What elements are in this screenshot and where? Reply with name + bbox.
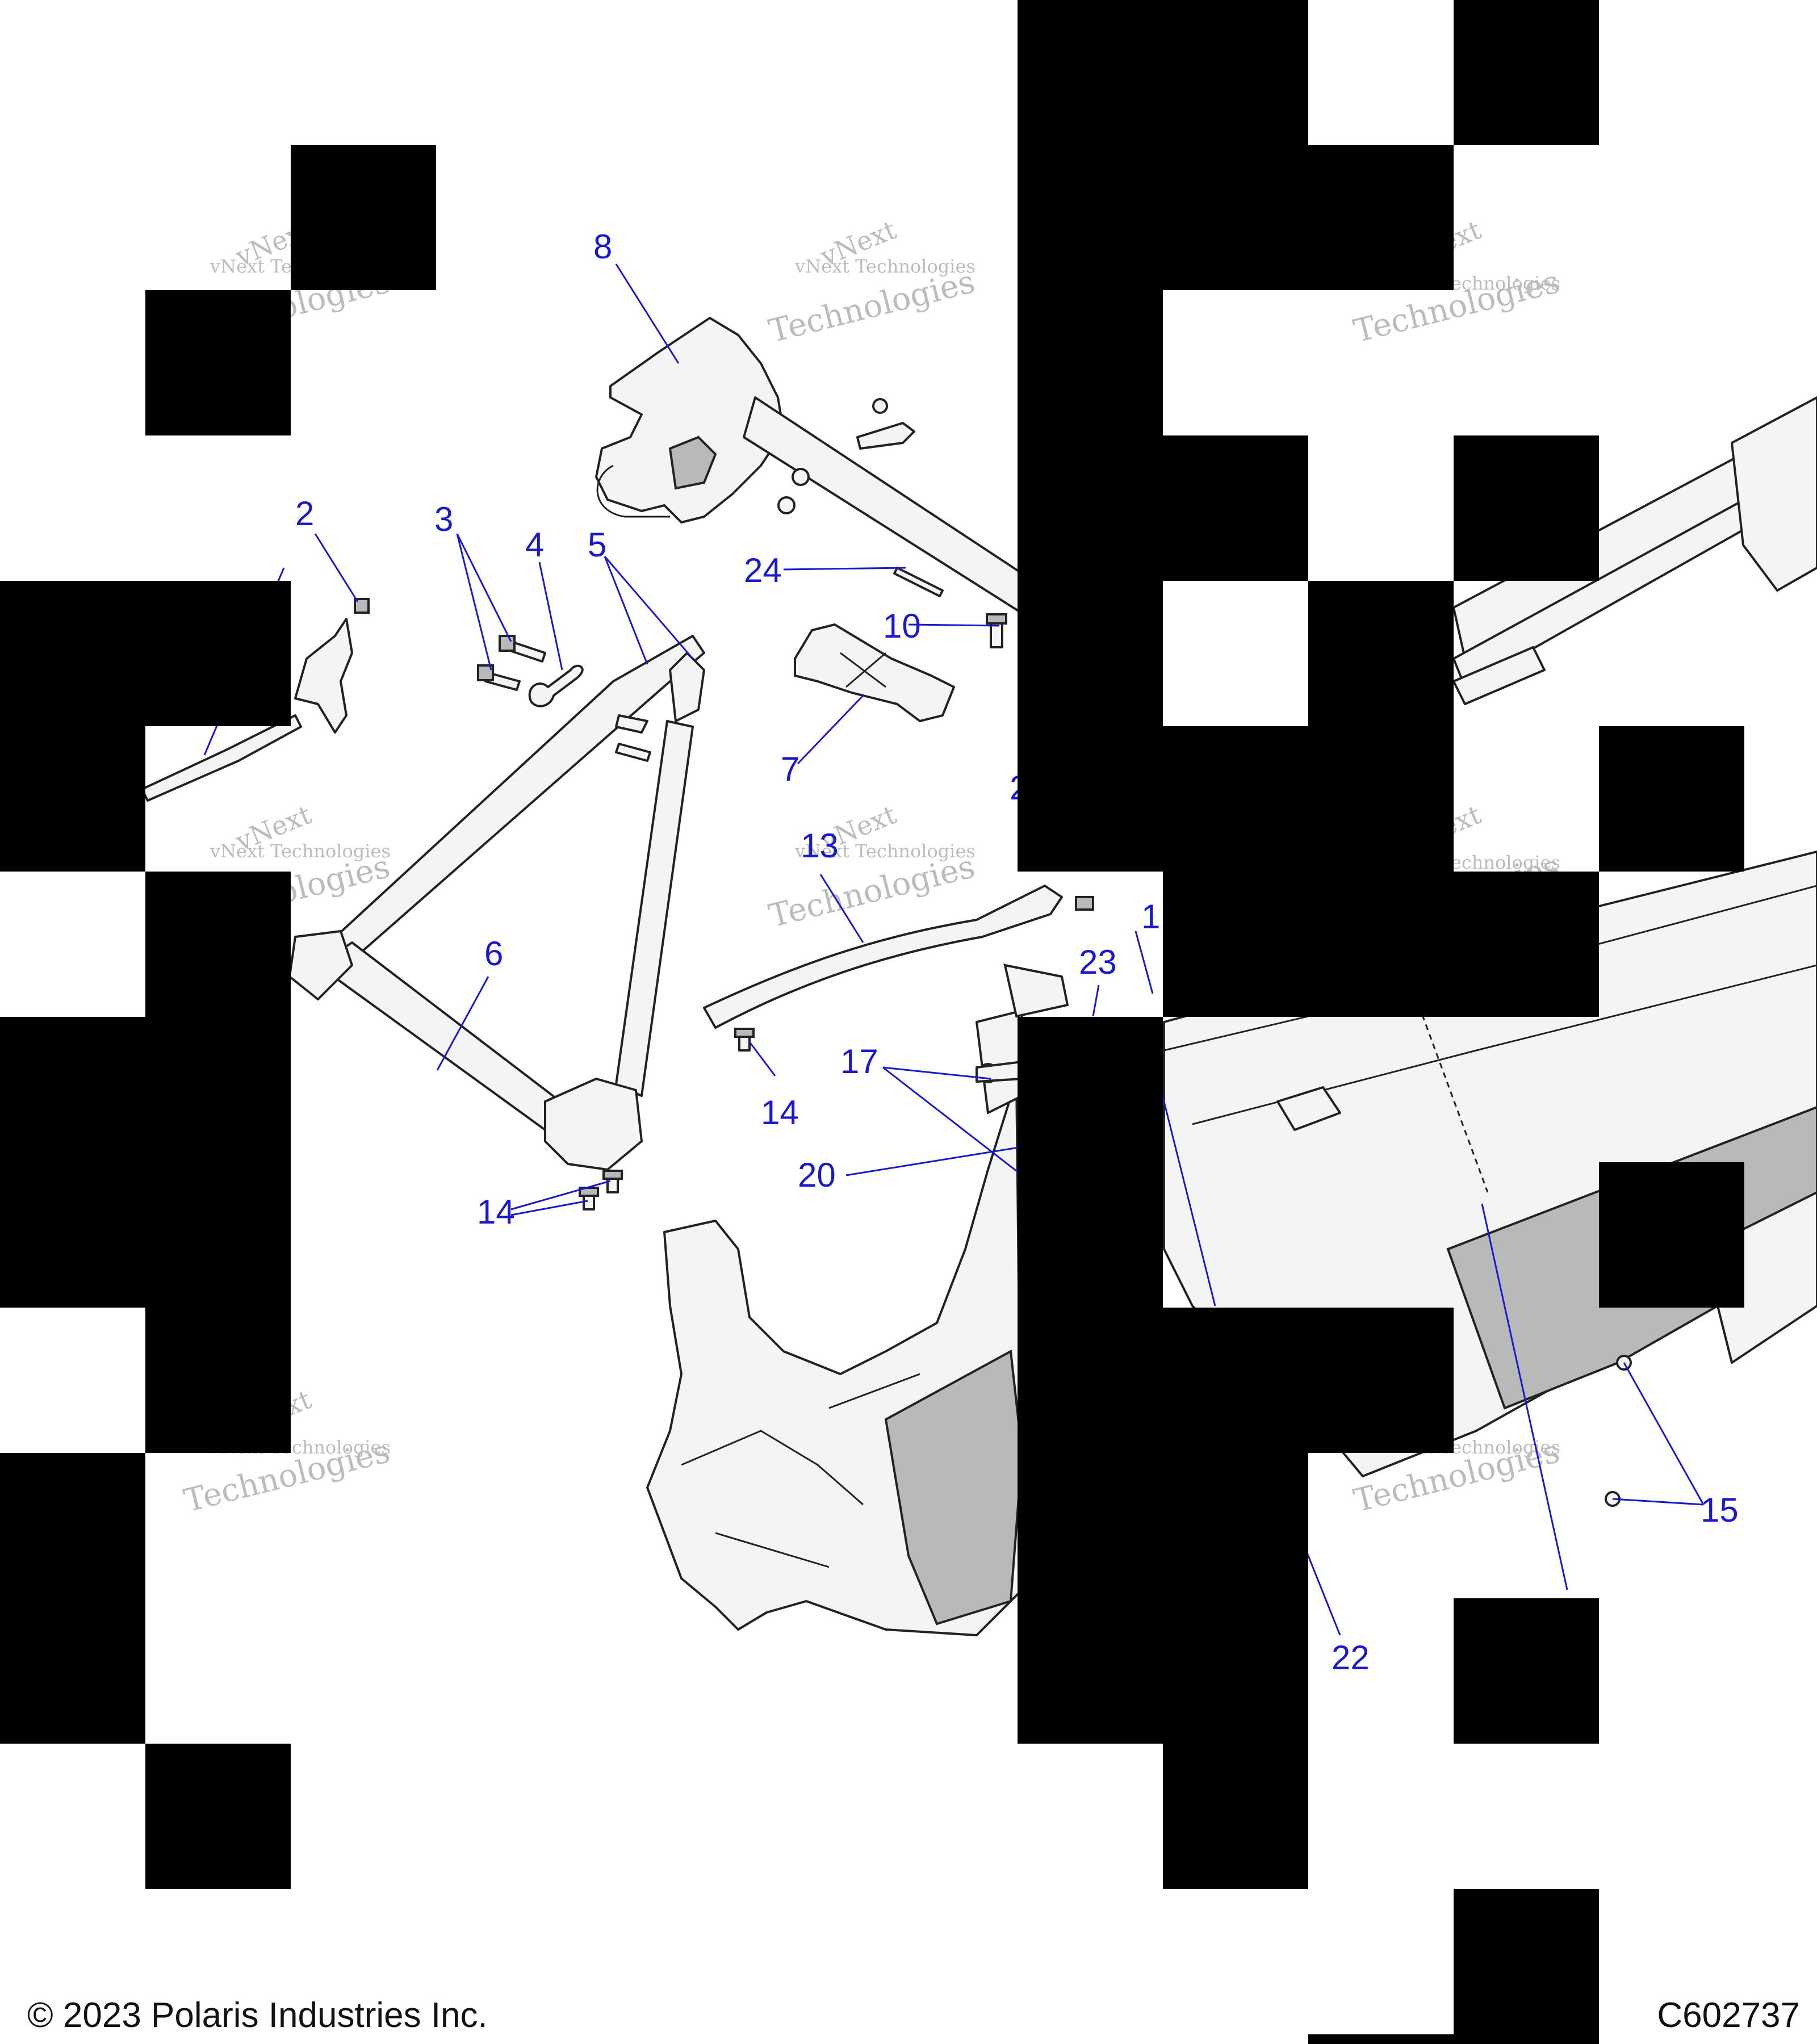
callout-10: 10 xyxy=(883,607,921,645)
watermark-2: vNext Technologies vNext Technologies xyxy=(765,214,978,350)
part-4-link xyxy=(528,664,584,707)
callout-labels: 8 2 3 4 5 24 10 7 6 13 14 14 17 20 23 15… xyxy=(295,228,1739,1677)
part-24-rod xyxy=(893,567,944,597)
leader-lines xyxy=(203,263,1705,1636)
callout-1: 1 xyxy=(1141,898,1160,936)
redaction-blocks xyxy=(0,0,1744,2044)
lower-front-frame xyxy=(646,963,1024,1636)
svg-text:vNext Technologies: vNext Technologies xyxy=(794,840,976,862)
callout-23: 23 xyxy=(1079,943,1117,981)
part-14-bolts xyxy=(579,1028,755,1211)
figure-code: C602737 xyxy=(1657,1996,1800,2035)
watermark-5: vNext Technologies vNext Technologies xyxy=(765,799,978,935)
part-8-bracket xyxy=(595,317,1023,614)
callout-15: 15 xyxy=(1701,1491,1739,1529)
part-3-bolts xyxy=(477,635,546,691)
callout-13: 13 xyxy=(801,827,839,865)
callout-5: 5 xyxy=(588,526,606,564)
callout-14a: 14 xyxy=(761,1094,799,1132)
footer: © 2023 Polaris Industries Inc. C602737 xyxy=(27,1996,1800,2035)
callout-6: 6 xyxy=(484,935,503,973)
part-13-brace xyxy=(703,885,1094,1029)
svg-text:vNext Technologies: vNext Technologies xyxy=(210,840,391,862)
callout-24: 24 xyxy=(744,551,782,589)
callout-17: 17 xyxy=(840,1042,878,1080)
callout-7: 7 xyxy=(781,750,799,788)
part-2-bracket xyxy=(141,598,370,802)
part-7-plate xyxy=(794,623,955,722)
callout-14b: 14 xyxy=(477,1193,515,1231)
callout-22: 22 xyxy=(1332,1639,1370,1677)
callout-4: 4 xyxy=(525,526,544,564)
part-6-a-frame xyxy=(288,635,705,1171)
copyright-text: © 2023 Polaris Industries Inc. xyxy=(27,1996,488,2035)
callout-20: 20 xyxy=(798,1156,836,1194)
part-10-bolt xyxy=(986,613,1007,648)
callout-2: 2 xyxy=(295,495,314,533)
callout-8: 8 xyxy=(593,228,612,266)
svg-text:vNext Technologies: vNext Technologies xyxy=(794,256,976,277)
callout-3: 3 xyxy=(434,500,453,538)
